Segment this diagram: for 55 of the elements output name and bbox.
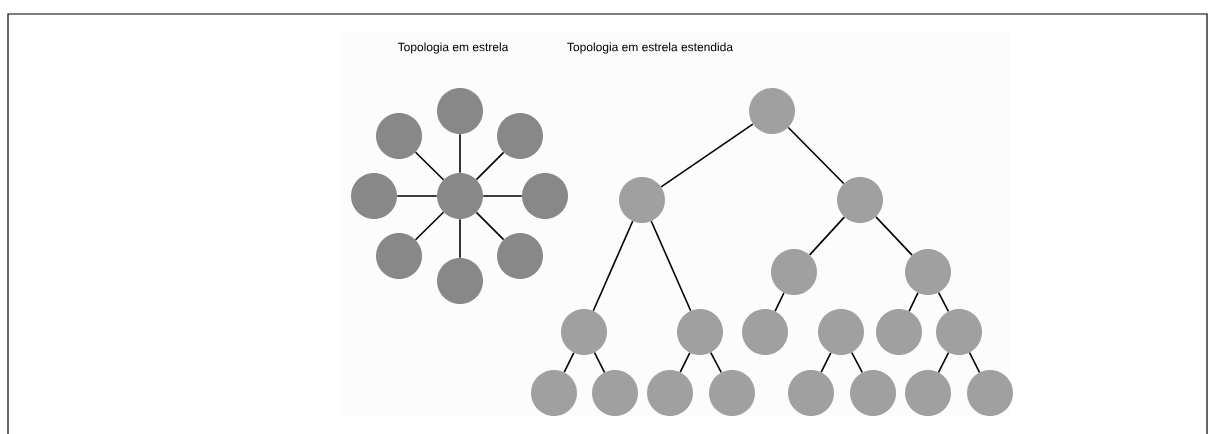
connector-line — [808, 216, 846, 256]
node-circle — [771, 249, 817, 295]
node-circle — [967, 370, 1013, 416]
connector-line — [875, 216, 913, 256]
connector-line — [820, 352, 832, 373]
node-circle — [531, 370, 577, 416]
connector-line — [937, 351, 950, 374]
node-circle — [561, 309, 607, 355]
connector-line — [563, 352, 575, 373]
connector-line — [660, 123, 754, 188]
connector-line — [851, 351, 864, 374]
connector-line — [459, 133, 461, 174]
connector-line — [459, 218, 461, 259]
connector-line — [475, 151, 505, 181]
node-circle — [619, 177, 665, 223]
connector-line — [937, 291, 950, 313]
heading: Topologia em estrela — [397, 42, 509, 54]
node-circle — [818, 309, 864, 355]
node-circle — [936, 309, 982, 355]
node-circle — [522, 173, 568, 219]
connector-line — [414, 211, 445, 241]
node-circle — [376, 233, 422, 279]
node-circle — [677, 309, 723, 355]
node-circle — [876, 309, 922, 355]
node-circle — [437, 88, 483, 134]
node-circle — [437, 173, 483, 219]
connector-line — [482, 195, 523, 197]
connector-line — [396, 195, 438, 197]
connector-line — [968, 351, 981, 374]
node-circle — [709, 370, 755, 416]
heading: Topologia em estrela estendida — [567, 42, 733, 54]
connector-line — [679, 352, 691, 373]
connector-line — [475, 211, 505, 241]
connector-line — [592, 220, 634, 312]
connector-line — [774, 292, 785, 312]
node-circle — [905, 370, 951, 416]
node-circle — [497, 113, 543, 159]
connector-line — [787, 126, 845, 185]
connector-line — [593, 351, 606, 374]
node-circle — [905, 249, 951, 295]
node-circle — [647, 370, 693, 416]
node-circle — [749, 88, 795, 134]
connector-line — [908, 292, 919, 312]
node-circle — [351, 173, 397, 219]
connector-line — [650, 220, 692, 312]
node-circle — [788, 370, 834, 416]
node-circle — [837, 177, 883, 223]
node-circle — [850, 370, 896, 416]
node-circle — [437, 258, 483, 304]
node-circle — [592, 370, 638, 416]
node-circle — [497, 233, 543, 279]
node-circle — [376, 113, 422, 159]
connector-line — [710, 351, 723, 374]
node-circle — [742, 309, 788, 355]
connector-line — [414, 151, 445, 181]
